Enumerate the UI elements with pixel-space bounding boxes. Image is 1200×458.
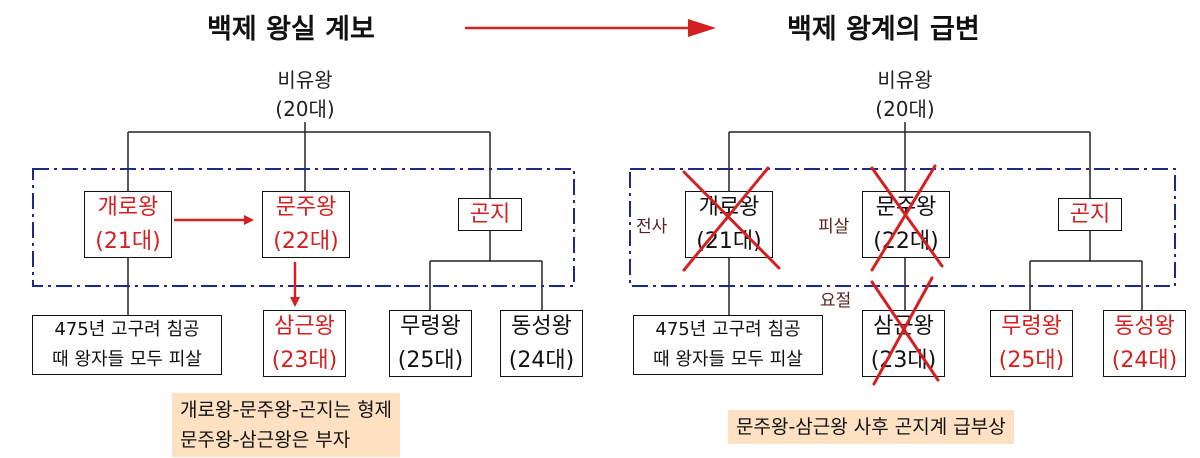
node-name: 무령왕 — [1001, 313, 1062, 339]
node-name: 문주왕 — [275, 194, 337, 220]
note-line2: 때 왕자들 모두 피살 — [52, 349, 202, 370]
left-node-gonji: 곤지 — [458, 198, 522, 231]
node-name: 무령왕 — [400, 313, 461, 339]
caption-line1: 개로왕-문주왕-곤지는 형제 — [180, 399, 393, 421]
right-node-munju: 문주왕 (22대) — [862, 191, 950, 258]
label-murdered: 피살 — [818, 217, 850, 237]
root-gen: (20대) — [275, 97, 335, 121]
root-name: 비유왕 — [877, 68, 933, 92]
cross-icon-samgeun — [870, 276, 940, 386]
right-title: 백제 왕계의 급변 — [787, 14, 980, 45]
left-caption: 개로왕-문주왕-곤지는 형제 문주왕-삼근왕은 부자 — [172, 393, 401, 457]
left-root-biyu: 비유왕 (20대) — [255, 66, 355, 124]
right-caption: 문주왕-삼근왕 사후 곤지계 급부상 — [728, 410, 1014, 444]
node-name: 동성왕 — [1114, 313, 1175, 339]
node-name: 삼근왕 — [274, 313, 335, 339]
right-node-samgeun: 삼근왕 (23대) — [862, 310, 945, 377]
cross-icon-gaero — [682, 166, 781, 272]
left-node-gaero: 개로왕 (21대) — [84, 191, 172, 258]
node-name: 곤지 — [1069, 201, 1111, 227]
node-gen: (24대) — [508, 347, 575, 373]
node-gen: (23대) — [271, 347, 338, 373]
left-node-munju: 문주왕 (22대) — [262, 191, 350, 258]
left-node-samgeun: 삼근왕 (23대) — [263, 310, 346, 377]
node-gen: (25대) — [397, 347, 464, 373]
left-node-muryeong: 무령왕 (25대) — [389, 310, 472, 377]
note-line2: 때 왕자들 모두 피살 — [653, 349, 803, 370]
caption-line2: 문주왕-삼근왕은 부자 — [180, 429, 351, 451]
left-node-dongseong: 동성왕 (24대) — [500, 310, 583, 377]
cross-icon-munju — [870, 164, 944, 272]
node-name: 삼근왕 — [873, 313, 934, 339]
left-generation-frame — [32, 168, 575, 287]
left-note-box: 475년 고구려 침공 때 왕자들 모두 피살 — [32, 315, 222, 375]
left-title: 백제 왕실 계보 — [207, 14, 375, 45]
right-node-dongseong: 동성왕 (24대) — [1103, 310, 1186, 377]
label-died-young: 요절 — [820, 291, 852, 311]
node-name: 개로왕 — [97, 194, 159, 220]
right-root-biyu: 비유왕 (20대) — [855, 66, 955, 124]
right-node-gonji: 곤지 — [1058, 198, 1122, 231]
node-gen: (21대) — [95, 228, 161, 254]
node-name: 동성왕 — [511, 313, 572, 339]
right-generation-frame — [629, 168, 1176, 287]
left-tree-lines — [127, 122, 543, 315]
right-note-box: 475년 고구려 침공 때 왕자들 모두 피살 — [633, 315, 823, 375]
node-name: 곤지 — [469, 201, 511, 227]
right-node-muryeong: 무령왕 (25대) — [990, 310, 1073, 377]
note-line1: 475년 고구려 침공 — [54, 319, 200, 340]
note-line1: 475년 고구려 침공 — [655, 319, 801, 340]
root-name: 비유왕 — [277, 68, 333, 92]
node-gen: (25대) — [998, 347, 1065, 373]
node-gen: (22대) — [273, 228, 339, 254]
root-gen: (20대) — [875, 97, 935, 121]
title-arrow — [465, 19, 716, 37]
label-killed-in-battle: 전사 — [636, 217, 668, 237]
node-gen: (24대) — [1111, 347, 1178, 373]
